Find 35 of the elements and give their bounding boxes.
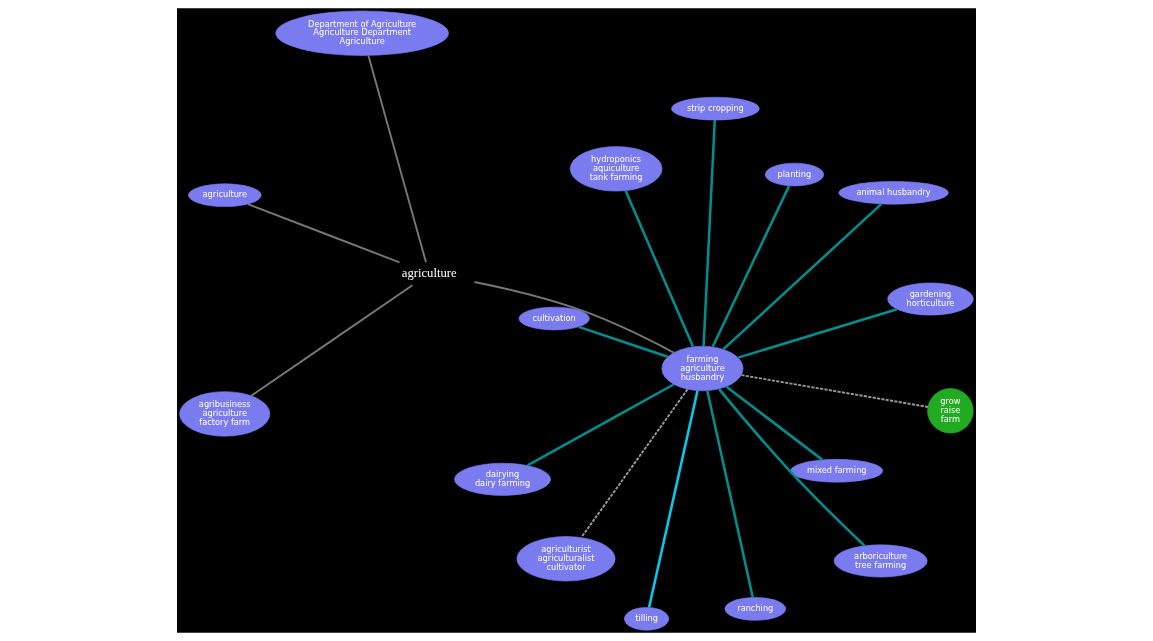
node-ellipse: Department of Agriculture Agriculture Department Agriculture <box>275 10 449 56</box>
connector <box>740 374 929 408</box>
node-ellipse: agriculture <box>188 183 262 207</box>
connector <box>527 383 675 467</box>
connector <box>580 388 689 539</box>
node-ellipse: mixed farming <box>790 459 884 483</box>
connector <box>647 390 699 608</box>
connector <box>718 388 866 547</box>
connector <box>473 281 675 354</box>
connector <box>702 119 717 347</box>
connector <box>250 284 414 397</box>
connector <box>711 185 791 348</box>
node-ellipse: planting <box>764 162 825 187</box>
connector <box>725 385 824 461</box>
connector <box>578 325 669 358</box>
node-ellipse: farming agriculture husbandry <box>661 345 744 392</box>
connector <box>624 190 695 348</box>
node-ellipse: gardening horticulture <box>887 282 974 316</box>
node-ellipse: dairying dairy farming <box>454 462 551 496</box>
node-ellipse: animal husbandry <box>838 181 949 205</box>
connector <box>367 54 427 264</box>
connector <box>722 203 883 351</box>
node-ellipse: hydroponics aquiculture tank farming <box>569 146 663 192</box>
node-ellipse: ranching <box>724 597 786 621</box>
node-ellipse: strip cropping <box>671 96 760 121</box>
connector <box>246 203 401 264</box>
connector <box>706 390 755 598</box>
node-circle: grow raise farm <box>927 388 974 434</box>
node-ellipse: tilling <box>624 607 669 631</box>
node-ellipse: arboriculture tree farming <box>833 544 928 578</box>
node-ellipse: agriculturist agriculturalist cultivator <box>516 536 616 582</box>
node-ellipse: agribusiness agriculture factory farm <box>179 391 271 437</box>
node-text: agriculture <box>401 265 457 280</box>
node-ellipse: cultivation <box>518 306 590 331</box>
connector <box>737 308 898 359</box>
